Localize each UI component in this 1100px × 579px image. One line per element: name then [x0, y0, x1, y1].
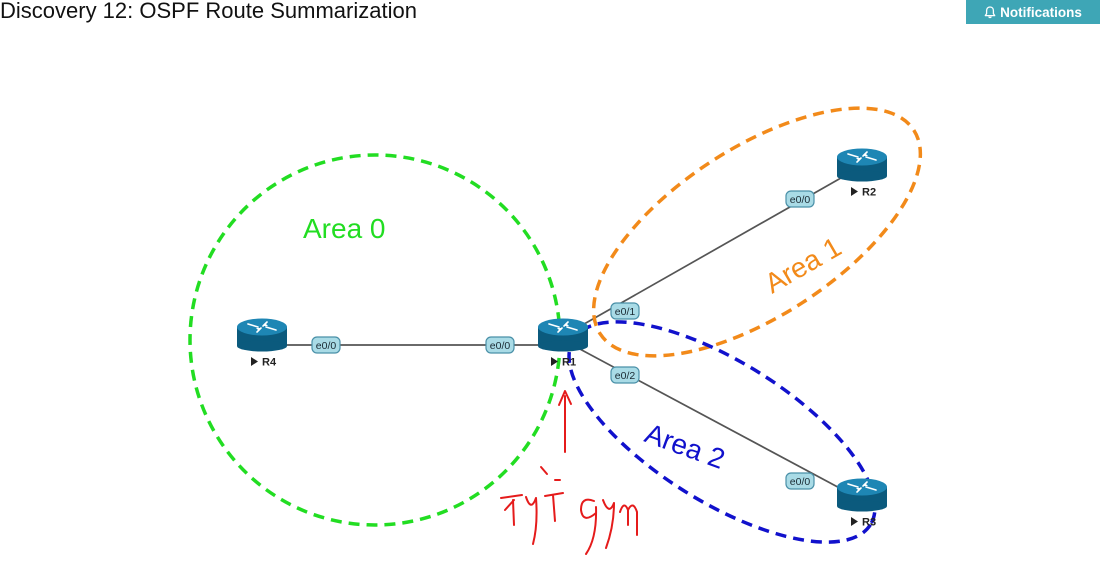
page-title: Discovery 12: OSPF Route Summarization	[0, 0, 417, 23]
area-1-label: Area 1	[760, 231, 847, 299]
router-label-r2: R2	[851, 187, 876, 199]
bell-icon	[984, 5, 996, 19]
router-label-r4: R4	[251, 357, 277, 369]
router-name: R4	[262, 357, 277, 369]
svg-text:e0/0: e0/0	[790, 476, 811, 488]
area-2-label: Area 2	[641, 418, 729, 475]
interface-r2-e0-0: e0/0	[785, 190, 815, 208]
svg-text:e0/0: e0/0	[490, 340, 511, 352]
interface-r3-e0-0: e0/0	[785, 472, 815, 490]
router-r1[interactable]	[537, 317, 589, 353]
play-icon	[551, 357, 558, 366]
interface-r4-e0-0: e0/0	[311, 336, 341, 354]
interface-r1-e0-2: e0/2	[610, 366, 640, 384]
interface-r1-e0-0: e0/0	[485, 336, 515, 354]
router-name: R2	[862, 187, 876, 199]
router-r2[interactable]	[836, 147, 888, 183]
router-label-r1: R1	[551, 357, 576, 369]
play-icon	[251, 357, 258, 366]
area-0-label: Area 0	[303, 213, 386, 244]
router-r3[interactable]	[836, 477, 888, 513]
interface-r1-e0-1: e0/1	[610, 302, 640, 320]
annotation-arrow-head	[558, 390, 572, 406]
router-r4[interactable]	[236, 317, 288, 353]
router-name: R1	[562, 357, 576, 369]
svg-text:e0/0: e0/0	[316, 340, 337, 352]
svg-text:e0/2: e0/2	[615, 370, 636, 382]
router-label-r3: R3	[851, 517, 876, 529]
notifications-button[interactable]: Notifications	[966, 0, 1100, 24]
play-icon	[851, 187, 858, 196]
area-2-boundary	[567, 320, 877, 544]
svg-text:e0/1: e0/1	[615, 306, 636, 318]
svg-text:e0/0: e0/0	[790, 194, 811, 206]
link-r1-r3	[562, 339, 863, 501]
area-1-boundary	[591, 106, 923, 358]
notifications-label: Notifications	[1000, 4, 1082, 20]
play-icon	[851, 517, 858, 526]
handwritten-annotation	[500, 390, 638, 555]
router-name: R3	[862, 517, 876, 529]
